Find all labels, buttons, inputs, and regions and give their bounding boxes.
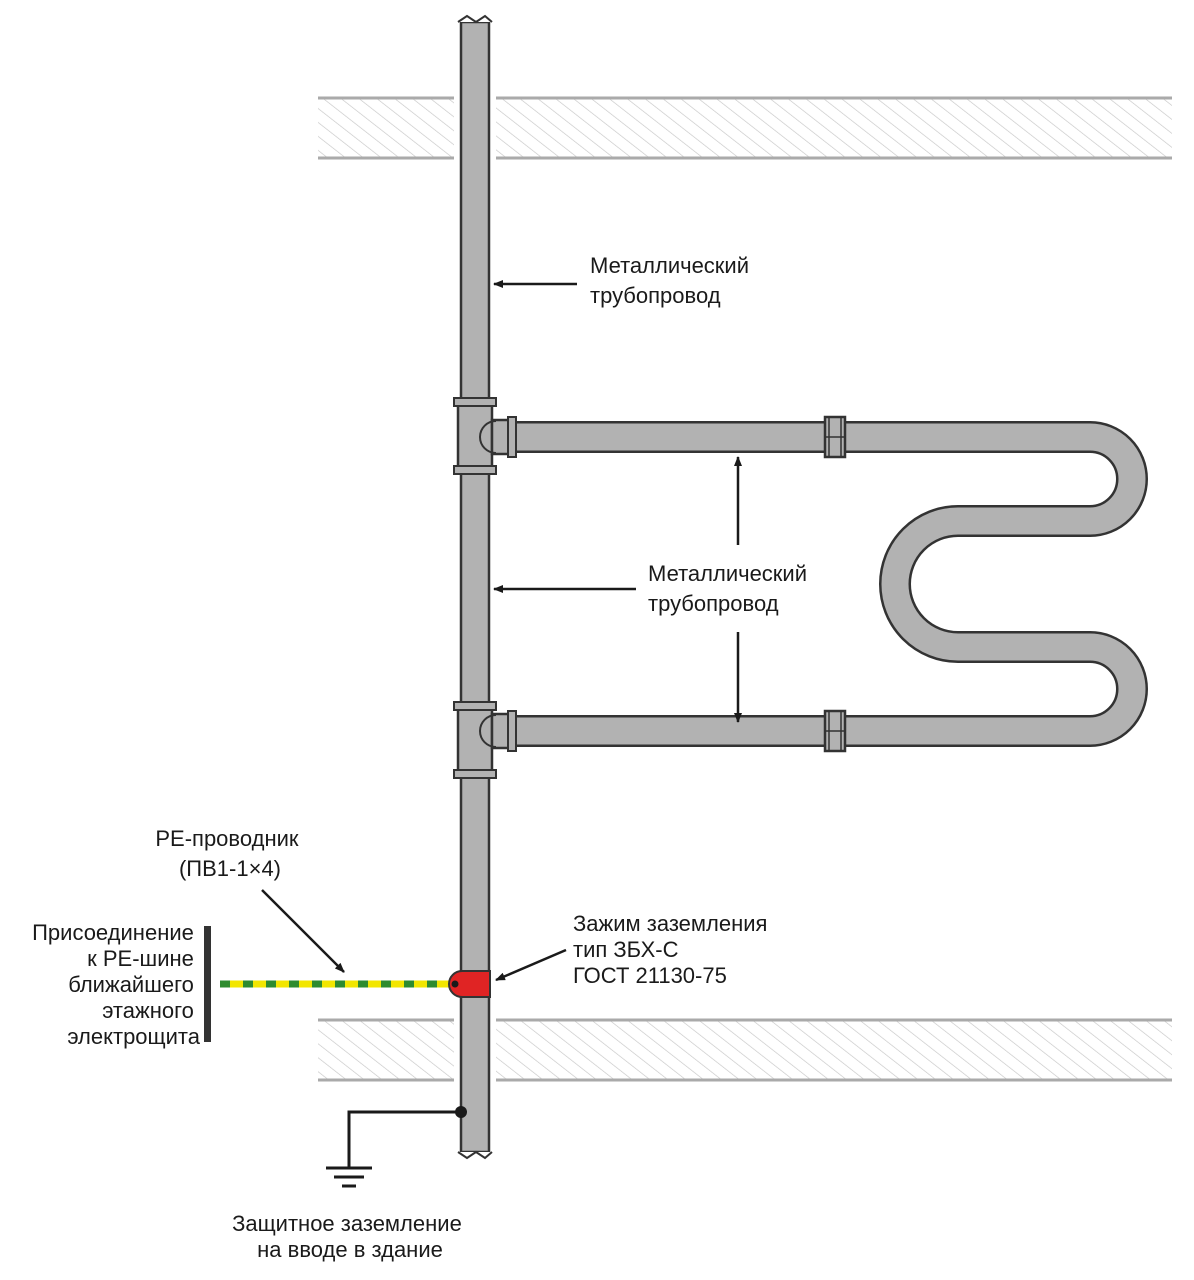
label-grounding: Защитное заземление на вводе в здание xyxy=(232,1211,468,1262)
pe-bus-bar xyxy=(204,926,211,1042)
label-pe-conductor: PE-проводник (ПВ1-1×4) xyxy=(155,826,304,881)
tee-fitting-lower xyxy=(453,701,517,779)
serpentine-pipe xyxy=(515,421,1148,747)
label-pipeline-upper: Металлический трубопровод xyxy=(590,253,755,308)
vertical-riser-pipe xyxy=(457,14,493,1160)
grounding-clamp xyxy=(448,970,491,998)
arrow-pe-conductor xyxy=(261,889,345,973)
label-clamp: Зажим заземления тип ЗБХ-С ГОСТ 21130-75 xyxy=(573,911,774,988)
arrow-clamp xyxy=(495,948,567,982)
ground-conductor xyxy=(347,1106,467,1168)
label-pipeline-middle: Металлический трубопровод xyxy=(648,561,813,616)
tee-fitting-upper xyxy=(453,397,517,475)
ground-symbol-icon xyxy=(326,1166,372,1188)
pipe-union-upper xyxy=(823,415,847,459)
upper-floor-slab xyxy=(318,96,1172,160)
label-connection: Присоединение к PE-шине ближайшего этажн… xyxy=(32,920,201,1049)
pipe-union-lower xyxy=(823,709,847,753)
lower-floor-slab xyxy=(318,1018,1172,1082)
